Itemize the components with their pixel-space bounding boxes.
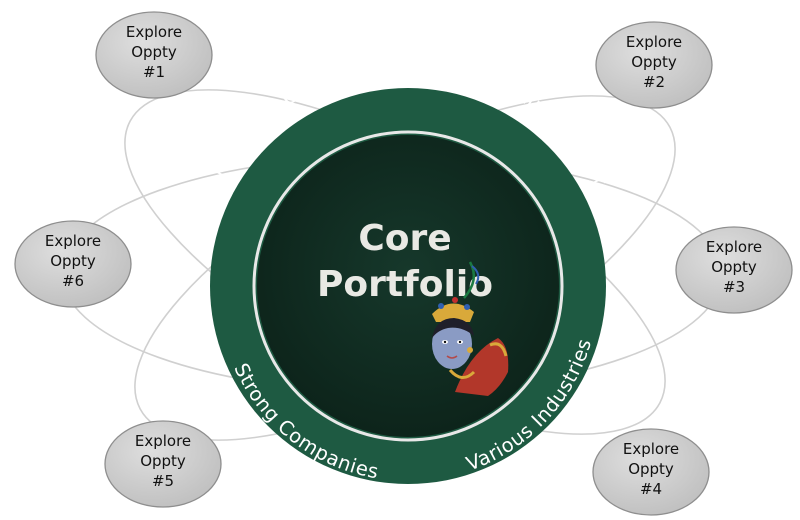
oppty-label-number: #1 — [143, 63, 165, 81]
oppty-label-number: #5 — [152, 472, 174, 490]
oppty-label-line1: Explore — [706, 238, 762, 256]
oppty-label-number: #6 — [62, 272, 84, 290]
core-title-line2: Portfolio — [317, 264, 493, 305]
oppty-node-5: Explore Oppty #5 — [104, 420, 222, 508]
oppty-label-line1: Explore — [623, 440, 679, 458]
oppty-label-line2: Oppty — [131, 43, 177, 61]
oppty-label-line2: Oppty — [50, 252, 96, 270]
core-title-line1: Core — [358, 218, 451, 259]
oppty-label-line1: Explore — [135, 432, 191, 450]
oppty-node-3: Explore Oppty #3 — [675, 226, 793, 314]
oppty-label-number: #2 — [643, 73, 665, 91]
oppty-node-6: Explore Oppty #6 — [14, 220, 132, 308]
oppty-label-line2: Oppty — [711, 258, 757, 276]
oppty-label-line1: Explore — [45, 232, 101, 250]
oppty-node-2: Explore Oppty #2 — [595, 21, 713, 109]
oppty-node-1: Explore Oppty #1 — [95, 11, 213, 99]
oppty-label-line2: Oppty — [140, 452, 186, 470]
oppty-label-line2: Oppty — [631, 53, 677, 71]
oppty-label-line1: Explore — [126, 23, 182, 41]
oppty-label-number: #3 — [723, 278, 745, 296]
child-deity-figure-icon — [432, 261, 509, 396]
ring-inner-border — [252, 130, 564, 442]
oppty-label-line2: Oppty — [628, 460, 674, 478]
oppty-node-4: Explore Oppty #4 — [592, 428, 710, 516]
oppty-label-line1: Explore — [626, 33, 682, 51]
oppty-label-number: #4 — [640, 480, 662, 498]
